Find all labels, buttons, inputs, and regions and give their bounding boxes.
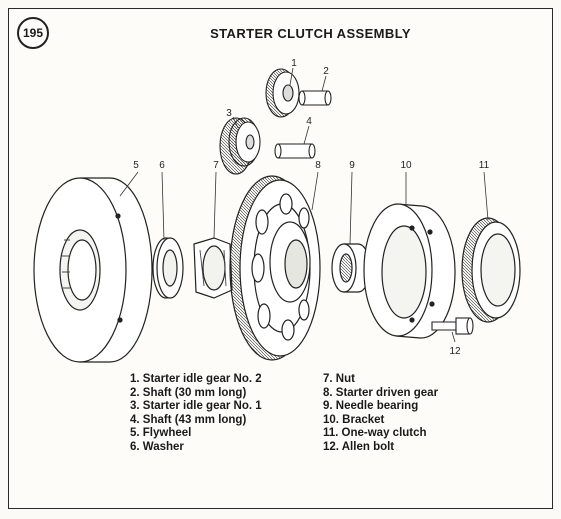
callout-5: 5 xyxy=(133,160,139,171)
legend-item: 6. Washer xyxy=(130,440,184,453)
legend-item: 7. Nut xyxy=(323,373,355,385)
callout-11: 11 xyxy=(479,160,490,171)
callout-2: 2 xyxy=(323,66,329,77)
callout-4: 4 xyxy=(306,116,312,127)
legend-item: 12. Allen bolt xyxy=(323,440,395,453)
callout-7: 7 xyxy=(213,160,219,171)
idle-gear-1-part xyxy=(219,117,261,175)
legend-item: 2. Shaft (30 mm long) xyxy=(130,386,247,399)
needle-bearing-part xyxy=(331,243,371,293)
callout-8: 8 xyxy=(315,160,321,171)
callout-6: 6 xyxy=(159,160,165,171)
nut-part xyxy=(193,237,233,299)
leader-lines xyxy=(119,67,489,343)
legend-item: 3. Starter idle gear No. 1 xyxy=(130,400,262,413)
callout-3: 3 xyxy=(226,108,232,119)
callout-numbers: 1 2 3 4 5 6 7 8 9 10 11 12 xyxy=(133,58,489,357)
legend-item: 5. Flywheel xyxy=(130,427,192,440)
callout-12: 12 xyxy=(449,346,461,357)
diagram-title: STARTER CLUTCH ASSEMBLY xyxy=(210,26,411,41)
legend-right-column: 7. Nut 8. Starter driven gear 9. Needle … xyxy=(323,373,438,455)
one-way-clutch-part xyxy=(461,217,521,323)
callout-10: 10 xyxy=(400,160,412,171)
allen-bolt-part xyxy=(431,317,474,335)
legend-item: 11. One-way clutch xyxy=(323,427,427,440)
legend-left-column: 1. Starter idle gear No. 2 2. Shaft (30 … xyxy=(130,373,262,455)
shaft-43mm-part xyxy=(274,143,316,159)
callout-9: 9 xyxy=(349,160,355,171)
figure-number-badge: 195 xyxy=(17,17,49,49)
legend-item: 8. Starter driven gear xyxy=(323,386,439,399)
starter-driven-gear-part xyxy=(229,175,321,361)
idle-gear-2-part xyxy=(265,68,300,118)
shaft-30mm-part xyxy=(298,90,332,106)
legend-item: 9. Needle bearing xyxy=(323,400,419,413)
flywheel-part xyxy=(33,177,153,363)
legend-item: 10. Bracket xyxy=(323,413,385,426)
bracket-part xyxy=(363,203,456,339)
callout-1: 1 xyxy=(291,58,297,69)
legend-item: 1. Starter idle gear No. 2 xyxy=(130,373,262,385)
washer-part xyxy=(152,237,184,299)
legend-item: 4. Shaft (43 mm long) xyxy=(130,413,247,426)
